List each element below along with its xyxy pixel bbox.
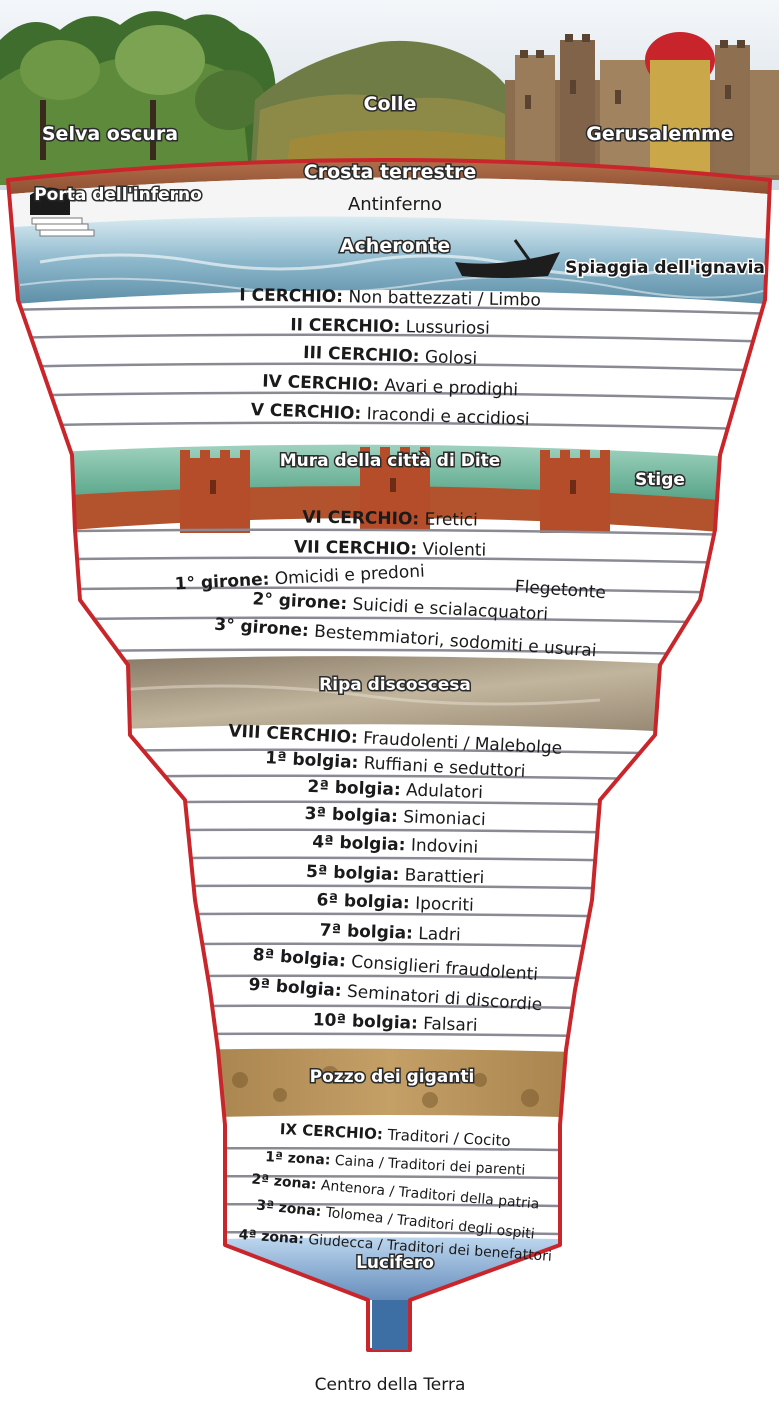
ripa-label: Ripa discoscesa	[319, 675, 471, 695]
stige-label: Stige	[635, 470, 685, 490]
selva-oscura-label: Selva oscura	[42, 123, 178, 145]
acheronte-label: Acheronte	[340, 235, 450, 257]
selva-oscura-forest	[0, 11, 285, 185]
centro-terra-label: Centro della Terra	[315, 1375, 466, 1395]
crosta-label: Crosta terrestre	[304, 161, 476, 183]
circle2-label-1: VI CERCHIO: Eretici	[302, 507, 478, 530]
center-shaft	[372, 1300, 408, 1350]
circle2-label-2: VII CERCHIO: Violenti	[294, 537, 487, 560]
antinferno-label: Antinferno	[348, 194, 442, 215]
pozzo-label: Pozzo dei giganti	[310, 1067, 475, 1087]
lucifero-label: Lucifero	[356, 1253, 434, 1273]
spiaggia-label: Spiaggia dell'ignavia	[565, 258, 765, 278]
porta-label: Porta dell'inferno	[34, 185, 202, 205]
gerusalemme-label: Gerusalemme	[586, 123, 733, 145]
colle-label: Colle	[364, 93, 417, 115]
mura-dite-label: Mura della città di Dite	[280, 451, 501, 471]
circle-label-2: II CERCHIO: Lussuriosi	[290, 315, 490, 338]
